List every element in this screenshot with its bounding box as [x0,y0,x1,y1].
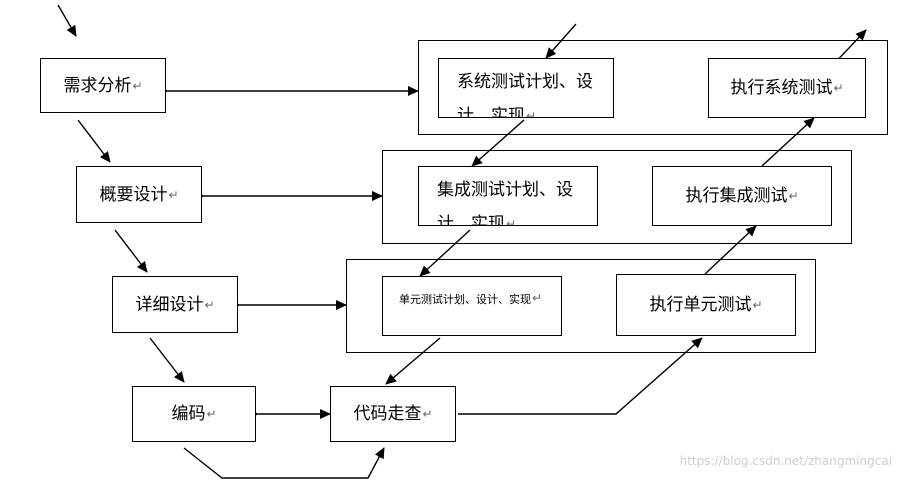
coding-to-review-curve [183,447,385,479]
detailed-design-label: 详细设计 [135,294,204,315]
high-level-design-label: 概要设计 [99,184,168,205]
coding-label: 编码 [171,404,206,424]
return-mark: ↵ [532,291,543,305]
dd-to-coding-arrow [149,337,185,383]
unit-test-group [346,259,816,353]
return-mark: ↵ [833,81,844,95]
code-review-label: 代码走查 [353,404,422,424]
integration-test-plan-box: 集成测试计划、设计、实现↵ [418,166,598,226]
integration-to-unit-plan-arrow [419,229,471,277]
entry-arrow [57,4,77,37]
review-to-unit-test-arrow [458,337,703,415]
system-test-plan-box: 系统测试计划、设计、实现↵ [438,58,614,118]
return-mark: ↵ [422,407,433,421]
return-mark: ↵ [506,217,517,226]
run-unit-test-box: 执行单元测试↵ [616,274,796,336]
run-integration-test-box: 执行集成测试↵ [652,166,832,226]
return-mark: ↵ [526,109,537,118]
unit-test-plan-box: 单元测试计划、设计、实现↵ [382,276,562,336]
high-level-design-box: 概要设计↵ [76,166,202,223]
run-system-test-box: 执行系统测试↵ [708,58,866,118]
unit-test-plan-label: 单元测试计划、设计、实现 [399,293,531,306]
unit-plan-to-review-arrow [385,337,441,385]
integration-test-group [382,150,852,244]
code-review-box: 代码走查↵ [330,386,456,442]
system-test-plan-label: 系统测试计划、设计、实现 [457,72,593,118]
return-mark: ↵ [132,78,143,93]
return-mark: ↵ [206,407,217,421]
integration-to-system-test-arrow [761,117,815,167]
return-mark: ↵ [168,187,179,202]
run-system-test-label: 执行系统测试 [730,78,833,98]
run-integration-test-label: 执行集成测试 [685,186,788,206]
system-to-integration-plan-arrow [471,119,525,167]
return-mark: ↵ [788,189,799,203]
unit-to-integration-test-arrow [704,225,757,275]
detailed-design-box: 详细设计↵ [112,276,238,333]
requirements-box: 需求分析↵ [40,58,166,113]
hld-to-dd-arrow [114,229,148,273]
return-mark: ↵ [752,298,763,312]
return-mark: ↵ [204,297,215,312]
watermark: https://blog.csdn.net/zhangmingcai [679,454,892,468]
coding-box: 编码↵ [132,386,256,442]
run-unit-test-label: 执行单元测试 [649,295,752,315]
req-to-hld-arrow [77,119,111,163]
system-plan-entry-arrow [545,23,577,59]
requirements-label: 需求分析 [63,75,132,96]
integration-test-plan-label: 集成测试计划、设计、实现 [437,180,573,226]
system-test-group [418,40,888,135]
